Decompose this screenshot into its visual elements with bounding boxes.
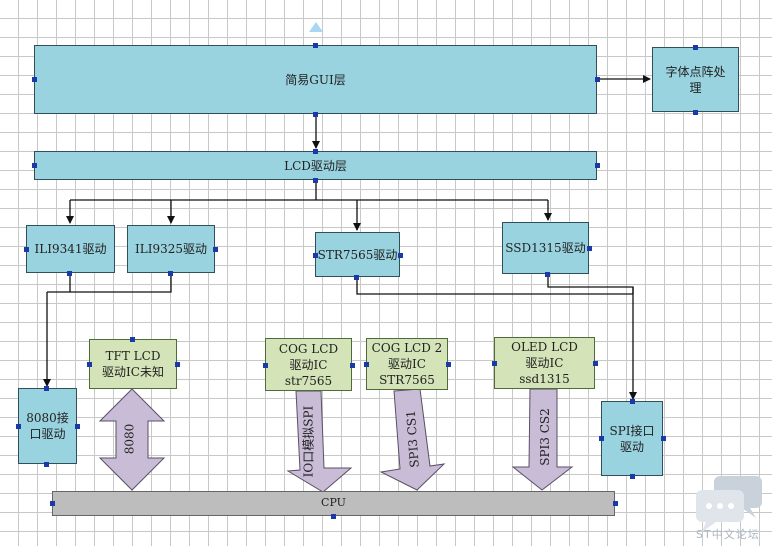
handle: [492, 361, 497, 366]
handle: [130, 337, 135, 342]
arrow-spi3-cs2-label: SPI3 CS2: [537, 408, 552, 466]
ssd1315-driver-box: SSD1315驱动: [502, 222, 589, 274]
spi-driver-box: SPI接口 驱动: [601, 401, 663, 476]
handle: [263, 363, 268, 368]
str7565-driver-box: STR7565驱动: [315, 232, 400, 277]
handle: [354, 275, 359, 280]
handle: [593, 361, 598, 366]
font-processing-box: 字体点阵处 理: [652, 47, 739, 112]
top-triangle-marker: [309, 22, 323, 32]
8080-driver-box: 8080接 口驱动: [18, 388, 77, 464]
handle: [693, 110, 698, 115]
handle: [587, 246, 592, 251]
arrow-8080-shape: [98, 388, 166, 491]
oled-lcd-box: OLED LCD 驱动IC ssd1315: [494, 337, 595, 389]
arrow-spi3-cs2-shape: [511, 388, 574, 491]
handle: [75, 424, 80, 429]
handle: [50, 501, 55, 506]
handle: [87, 362, 92, 367]
handle: [313, 112, 318, 117]
handle: [313, 178, 318, 183]
cpu-box: CPU: [52, 491, 615, 516]
tft-lcd-box: TFT LCD 驱动IC未知: [89, 339, 177, 389]
cog-lcd-1-box: COG LCD 驱动IC str7565: [265, 338, 352, 391]
handle: [313, 149, 318, 154]
handle: [213, 247, 218, 252]
handle: [44, 462, 49, 467]
handle: [16, 424, 21, 429]
handle: [44, 386, 49, 391]
ili9325-driver-box: ILI9325驱动: [127, 225, 215, 273]
handle: [398, 253, 403, 258]
handle: [545, 272, 550, 277]
handle: [175, 362, 180, 367]
handle: [24, 247, 29, 252]
handle: [364, 362, 369, 367]
handle: [693, 45, 698, 50]
gui-layer-box: 简易GUI层: [34, 45, 597, 114]
arrow-8080-label: 8080: [122, 423, 137, 455]
handle: [331, 514, 336, 519]
arrow-spi3-cs1-shape: [379, 388, 446, 491]
chat-bubbles-icon: [696, 476, 762, 532]
ili9341-driver-box: ILI9341驱动: [26, 225, 115, 273]
handle: [32, 163, 37, 168]
watermark-text: ST中文论坛: [696, 528, 760, 541]
ili-to-8080-line: [47, 273, 172, 293]
handle: [313, 43, 318, 48]
arrow-io-spi-shape: [286, 390, 353, 493]
lcd-driver-layer-box: LCD驱动层: [34, 151, 597, 180]
str-ssd-to-spi-line: [356, 274, 634, 295]
handle: [630, 474, 635, 479]
handle: [67, 271, 72, 276]
lcd-to-drivers-bus: [70, 180, 548, 201]
arrow-io-spi-label: IO口模拟SPI: [301, 405, 316, 478]
handle: [32, 77, 37, 82]
handle: [599, 436, 604, 441]
handle: [446, 362, 451, 367]
handle: [168, 271, 173, 276]
cog-lcd-2-box: COG LCD 2 驱动IC STR7565: [366, 338, 448, 390]
handle: [661, 436, 666, 441]
handle: [630, 399, 635, 404]
handle: [613, 501, 618, 506]
handle: [595, 77, 600, 82]
handle: [595, 163, 600, 168]
handle: [350, 363, 355, 368]
handle: [313, 253, 318, 258]
